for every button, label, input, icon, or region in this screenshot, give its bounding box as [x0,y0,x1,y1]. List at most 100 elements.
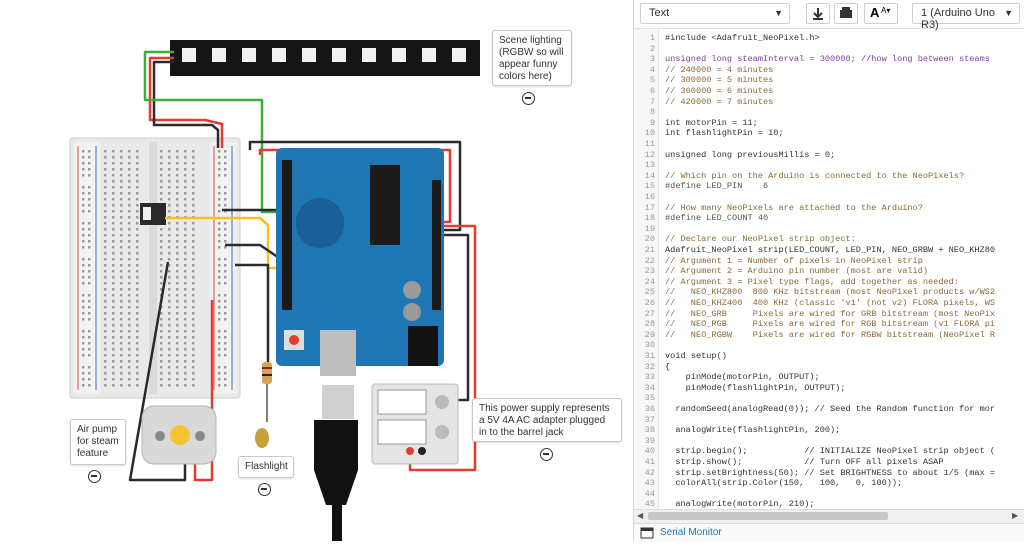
code-line[interactable]: // Argument 3 = Pixel type flags, add to… [665,276,959,287]
code-line[interactable]: colorAll(strip.Color(150, 100, 0, 100)); [665,478,903,489]
line-number: 45 [644,499,655,509]
code-line[interactable]: // 300000 = 5 minutes [665,75,774,86]
code-line[interactable]: strip.setBrightness(50); // Set BRIGHTNE… [665,467,996,478]
line-number: 2 [649,43,655,54]
code-line[interactable]: unsigned long previousMillis = 0; [665,149,836,160]
code-line[interactable]: analogWrite(motorPin, 210); [665,499,815,509]
black-wire-right [440,233,470,402]
code-line[interactable]: strip.begin(); // INITIALIZE NeoPixel st… [665,446,996,457]
line-number: 24 [644,276,655,287]
line-number: 12 [644,149,655,160]
flashlight-led[interactable] [255,362,272,448]
code-line[interactable]: unsigned long steamInterval = 300000; //… [665,54,990,65]
code-line[interactable]: Adafruit_NeoPixel strip(LED_COUNT, LED_P… [665,245,996,255]
line-number: 25 [644,287,655,298]
note-flashlight[interactable]: Flashlight [238,456,294,478]
serial-monitor-bar[interactable]: Serial Monitor [634,523,1024,542]
neopixel-led [392,48,406,62]
resistor-wire [235,263,270,365]
line-number: 37 [644,414,655,425]
line-number: 14 [644,170,655,181]
line-number: 16 [644,192,655,202]
circuit-canvas[interactable]: Scene lighting (RGBW so will appear funn… [0,0,633,541]
code-line[interactable]: // 240000 = 4 minutes [665,64,774,75]
line-number: 22 [644,255,655,266]
code-line[interactable]: { [665,361,671,372]
line-number: 20 [644,234,655,245]
scroll-left-icon[interactable]: ◀ [637,511,644,520]
code-line[interactable]: // How many NeoPixels are attached to th… [665,202,923,213]
panel-divider[interactable] [633,0,634,541]
note-flashlight-close-icon[interactable] [258,483,271,496]
code-line[interactable]: analogWrite(flashlightPin, 200); [665,425,841,436]
code-line[interactable]: // NEO_RGB Pixels are wired for RGB bits… [665,319,996,330]
line-number: 42 [644,467,655,478]
code-line[interactable]: // Which pin on the Arduino is connected… [665,170,965,181]
upload-button[interactable] [834,3,858,24]
code-line[interactable]: // NEO_KHZ800 800 KHz bitstream (most Ne… [665,287,996,298]
horizontal-scrollbar[interactable]: ◀ ▶ [634,509,1024,523]
circuit-diagram [69,40,480,541]
arduino-uno[interactable] [276,148,444,376]
scroll-right-icon[interactable]: ▶ [1012,511,1019,520]
line-number: 35 [644,393,655,404]
scrollbar-thumb[interactable] [648,512,888,520]
code-line[interactable]: void setup() [665,351,727,361]
neopixel-led [182,48,196,62]
note-air-close-icon[interactable] [88,470,101,483]
code-line[interactable]: // 360000 = 6 minutes [665,86,774,96]
code-line[interactable]: #define LED_COUNT 40 [665,213,769,224]
red-wire-pump [193,300,214,482]
code-line[interactable]: int motorPin = 11; [665,117,758,128]
code-line[interactable]: #include <Adafruit_NeoPixel.h> [665,33,820,43]
code-line[interactable]: // NEO_GRB Pixels are wired for GRB bits… [665,308,996,319]
neopixel-led [422,48,436,62]
code-mode-dropdown[interactable]: Text ▼ [640,3,790,24]
code-line[interactable]: // NEO_RGBW Pixels are wired for RGBW bi… [665,329,996,340]
note-power-supply[interactable]: This power supply represents a 5V 4A AC … [472,398,622,442]
printer-icon [840,7,852,18]
code-line[interactable]: // NEO_KHZ400 400 KHz (classic 'v1' (not… [665,298,996,308]
download-button[interactable] [806,3,830,24]
download-icon [813,8,823,20]
code-line[interactable]: // Argument 1 = Number of pixels in NeoP… [665,255,923,266]
code-line[interactable]: strip.show(); // Turn OFF all pixels ASA… [665,457,944,467]
black-wire-strip [152,60,220,148]
code-line[interactable]: pinMode(flashlightPin, OUTPUT); [665,382,846,393]
line-number: 32 [644,361,655,372]
code-line[interactable]: // Declare our NeoPixel strip object: [665,234,856,245]
note-scene-lighting[interactable]: Scene lighting (RGBW so will appear funn… [492,30,572,86]
note-air-pump[interactable]: Air pump for steam feature [70,419,126,465]
line-number: 3 [649,54,655,65]
breadboard-holes [82,150,227,387]
line-number: 27 [644,308,655,319]
code-line[interactable]: int flashlightPin = 10; [665,128,784,139]
line-number: 40 [644,446,655,457]
code-line[interactable]: // Argument 2 = Arduino pin number (most… [665,266,929,277]
mosfet-chip[interactable] [140,203,166,225]
power-supply[interactable] [371,383,459,465]
red-wire-strip [148,56,224,148]
black-wire-top [248,140,462,232]
air-pump-motor[interactable] [141,405,217,465]
breadboard[interactable] [69,137,241,399]
line-number: 5 [649,75,655,86]
line-number: 33 [644,372,655,383]
neopixel-led [332,48,346,62]
line-number: 17 [644,202,655,213]
code-line[interactable]: randomSeed(analogRead(0)); // Seed the R… [665,404,996,414]
line-number: 1 [649,33,655,43]
neopixel-led [362,48,376,62]
line-number: 13 [644,160,655,171]
code-line[interactable]: pinMode(motorPin, OUTPUT); [665,372,820,383]
note-power-close-icon[interactable] [540,448,553,461]
code-line[interactable]: #define LED_PIN 6 [665,181,769,192]
board-select-dropdown[interactable]: 1 (Arduino Uno R3) ▼ [912,3,1020,31]
note-scene-close-icon[interactable] [522,92,535,105]
font-size-button[interactable]: A A▾ [864,3,898,24]
neopixel-strip[interactable] [170,40,480,76]
code-line[interactable]: // 420000 = 7 minutes [665,96,774,107]
line-number: 10 [644,128,655,139]
